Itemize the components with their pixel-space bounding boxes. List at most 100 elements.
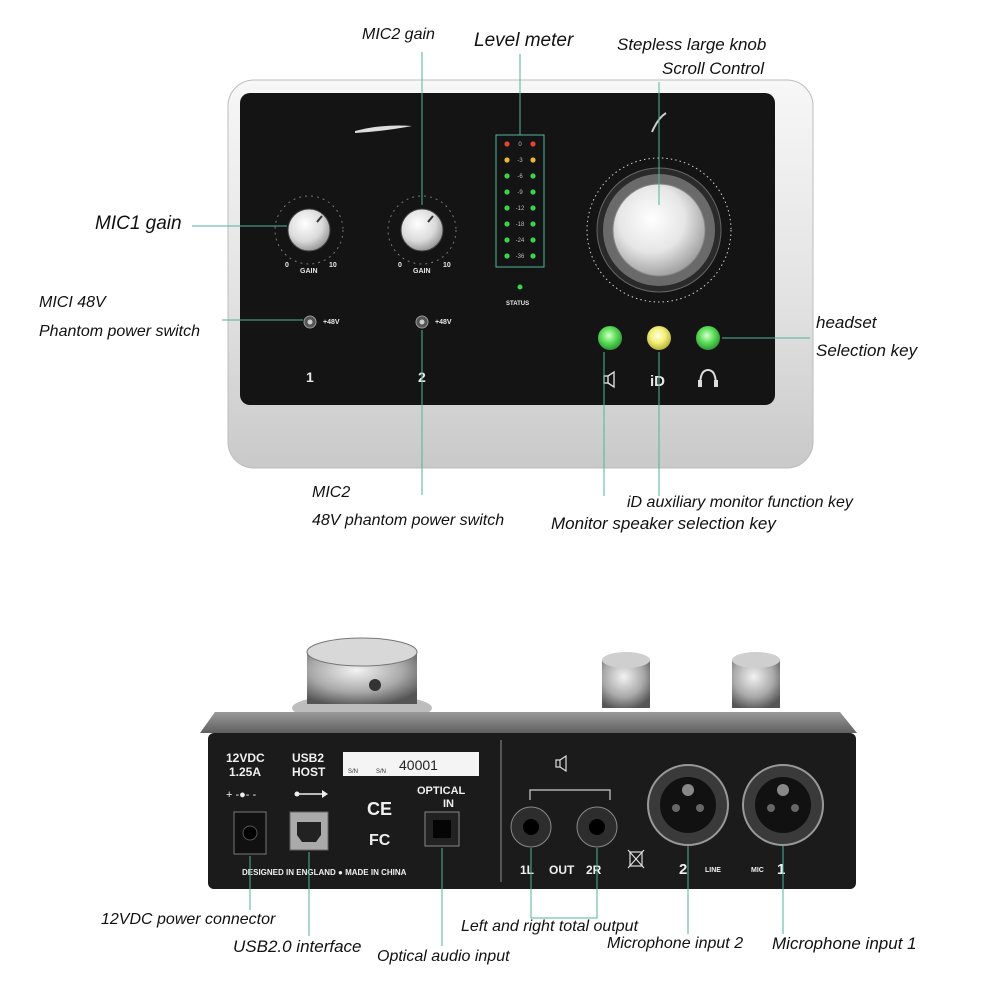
- level-meter-callout: Level meter: [474, 30, 574, 51]
- usb-port: [289, 811, 329, 851]
- meter-led-left-3: [504, 189, 510, 195]
- monitor-key-callout: Monitor speaker selection key: [551, 514, 776, 533]
- output-speaker-icon: [555, 754, 567, 773]
- meter-led-left-5: [504, 221, 510, 227]
- meter-led-left-1: [504, 157, 510, 163]
- selection-key-callout: Selection key: [816, 341, 918, 360]
- mic2-phantom-switch[interactable]: [415, 315, 429, 329]
- mic-label: MIC: [751, 867, 764, 874]
- meter-led-right-0: [530, 141, 536, 147]
- mic2-phantom-callout: 48V phantom power switch: [312, 512, 505, 529]
- mic2-gain-max: 10: [443, 262, 451, 269]
- out-right-label: 2R: [586, 863, 602, 877]
- mic-input-1-callout: Microphone input 1: [772, 934, 917, 953]
- meter-scale-label-7: -36: [516, 254, 525, 260]
- front-device: GAIN 0 10 GAIN 0 10 +48V +48V 1 2 0-3-6-…: [227, 79, 814, 469]
- serial-sticker: [343, 752, 479, 776]
- headset-callout: headset: [816, 313, 877, 332]
- power-connector-jack: [233, 811, 267, 855]
- usb-label-line1: USB2: [292, 751, 324, 765]
- monitor-speaker-key[interactable]: [598, 326, 622, 350]
- meter-scale-label-3: -9: [517, 190, 523, 196]
- mic1-gain-knob[interactable]: [274, 195, 344, 265]
- mic2-label-callout: MIC2: [312, 484, 351, 501]
- meter-led-left-4: [504, 205, 510, 211]
- id-key-callout: iD auxiliary monitor function key: [627, 494, 853, 511]
- id-function-key[interactable]: [647, 326, 671, 350]
- meter-scale-label-2: -6: [517, 174, 523, 180]
- optical-label-line1: OPTICAL: [417, 785, 466, 797]
- mic2-phantom-label: +48V: [435, 319, 452, 326]
- input-1-number: 1: [777, 861, 785, 878]
- optical-label-line2: IN: [443, 798, 454, 810]
- meter-led-right-7: [530, 253, 536, 259]
- stepless-knob-callout: Stepless large knob: [617, 35, 767, 54]
- headset-selection-key[interactable]: [696, 326, 720, 350]
- power-spec-line1: 12VDC: [226, 751, 265, 765]
- out-label: OUT: [549, 863, 575, 877]
- usb-label-line2: HOST: [292, 765, 326, 779]
- mic1-gain-callout: MIC1 gain: [95, 213, 182, 234]
- mic-input-2-combo: [647, 764, 729, 846]
- status-label: STATUS: [506, 301, 529, 307]
- sn-prefix-1: S/N: [348, 769, 358, 775]
- meter-led-right-2: [530, 173, 536, 179]
- serial-number: 40001: [399, 757, 438, 773]
- usb-symbol-icon: [294, 790, 328, 798]
- id-symbol: iD: [650, 373, 665, 390]
- status-led: [517, 284, 523, 290]
- meter-scale-label-6: -24: [516, 238, 525, 244]
- rear-device: 12VDC 1.25A USB2 HOST S/N S/N 40001 + -●…: [200, 637, 857, 889]
- meter-led-right-5: [530, 221, 536, 227]
- meter-led-right-4: [530, 205, 536, 211]
- scroll-control-callout: Scroll Control: [662, 59, 765, 78]
- meter-led-left-0: [504, 141, 510, 147]
- mic1-gain-min: 0: [285, 262, 289, 269]
- stepless-large-knob[interactable]: [586, 157, 732, 303]
- mic2-gain-min: 0: [398, 262, 402, 269]
- meter-led-left-6: [504, 237, 510, 243]
- mic1-gain-max: 10: [329, 262, 337, 269]
- meter-led-left-2: [504, 173, 510, 179]
- meter-led-right-3: [530, 189, 536, 195]
- output-left-jack: [510, 806, 552, 848]
- out-left-label: 1L: [520, 863, 534, 877]
- rear-footer: DESIGNED IN ENGLAND ● MADE IN CHINA: [242, 868, 407, 877]
- output-right-jack: [576, 806, 618, 848]
- usb-interface-callout: USB2.0 interface: [233, 937, 362, 956]
- meter-led-right-6: [530, 237, 536, 243]
- line-label: LINE: [705, 867, 721, 874]
- mic-input-2-callout: Microphone input 2: [607, 935, 744, 952]
- power-polarity: + -●- -: [226, 789, 257, 801]
- mic1-phantom-label: +48V: [323, 319, 340, 326]
- headphones-icon: [698, 368, 718, 387]
- mic2-gain-label: GAIN: [413, 268, 431, 275]
- input-2-number: 2: [679, 861, 687, 878]
- fc-mark: FC: [369, 832, 391, 849]
- meter-scale-label-0: 0: [518, 142, 522, 148]
- mic1-gain-label: GAIN: [300, 268, 318, 275]
- optical-port: [424, 811, 460, 847]
- lr-output-callout: Left and right total output: [461, 918, 639, 935]
- meter-scale-label-4: -12: [516, 206, 525, 212]
- meter-scale-label-5: -18: [516, 222, 525, 228]
- power-spec-line2: 1.25A: [229, 765, 261, 779]
- mic1-48v-callout: MICI 48V: [39, 294, 106, 311]
- meter-led-left-7: [504, 253, 510, 259]
- meter-scale-label-1: -3: [517, 158, 523, 164]
- mic1-phantom-callout: Phantom power switch: [39, 323, 200, 340]
- rear-volume-knob: [292, 637, 432, 722]
- mic-input-1-combo: [742, 764, 824, 846]
- ce-mark: CE: [367, 799, 392, 819]
- rear-gain-knob-1: [732, 652, 780, 708]
- meter-led-right-1: [530, 157, 536, 163]
- weee-bin-icon: [627, 849, 645, 869]
- mic1-phantom-switch[interactable]: [303, 315, 317, 329]
- mic2-gain-callout: MIC2 gain: [362, 26, 435, 43]
- mic2-gain-knob[interactable]: [387, 195, 457, 265]
- callout-lines: [192, 52, 810, 946]
- optical-input-callout: Optical audio input: [377, 948, 510, 965]
- power-connector-callout: 12VDC power connector: [101, 911, 276, 928]
